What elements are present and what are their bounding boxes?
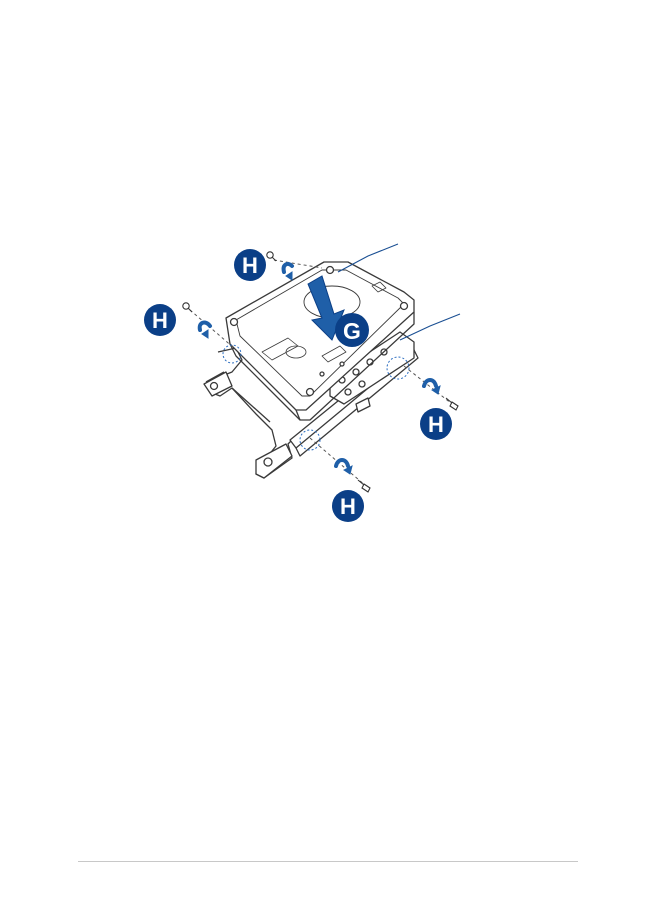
step-badge-g-center: G bbox=[335, 313, 369, 347]
screw-icon-top bbox=[266, 251, 277, 262]
screw-path-left bbox=[189, 309, 235, 349]
hole-highlight-left bbox=[222, 344, 242, 364]
badge-letter: H bbox=[340, 494, 356, 519]
rotate-arrow-icon-bottom bbox=[334, 458, 353, 475]
rotate-arrow-icon-left bbox=[197, 320, 212, 339]
badge-letter: G bbox=[343, 318, 361, 344]
hdd-bracket bbox=[203, 331, 419, 479]
hole-highlight-bottom bbox=[299, 429, 321, 451]
rotation-arrows bbox=[197, 262, 441, 475]
badge-letter: H bbox=[152, 308, 168, 333]
rotate-arrow-icon-right bbox=[422, 378, 441, 395]
bracket-callout-leader bbox=[399, 313, 461, 341]
screw-path-right bbox=[403, 365, 453, 405]
badge-letter: H bbox=[428, 412, 444, 437]
step-badge-h-top: H bbox=[234, 249, 266, 281]
step-badge-h-bottom: H bbox=[332, 490, 364, 522]
callout-leaders bbox=[337, 243, 461, 341]
rotate-arrow-icon-top bbox=[281, 262, 294, 281]
step-badge-h-right: H bbox=[420, 408, 452, 440]
badge-letter: H bbox=[242, 253, 258, 278]
screw-icon-left bbox=[182, 302, 193, 313]
hole-highlight-right bbox=[386, 356, 410, 380]
drive-callout-leader bbox=[337, 243, 399, 273]
step-badges: H H G H H bbox=[144, 249, 452, 522]
screw-icon-right bbox=[445, 397, 459, 411]
screw-icon-bottom bbox=[357, 479, 371, 493]
footer-divider bbox=[78, 861, 578, 862]
screw-path-top bbox=[273, 259, 323, 269]
hole-highlights bbox=[222, 344, 410, 451]
step-badge-h-left: H bbox=[144, 304, 176, 336]
screws bbox=[182, 251, 459, 493]
